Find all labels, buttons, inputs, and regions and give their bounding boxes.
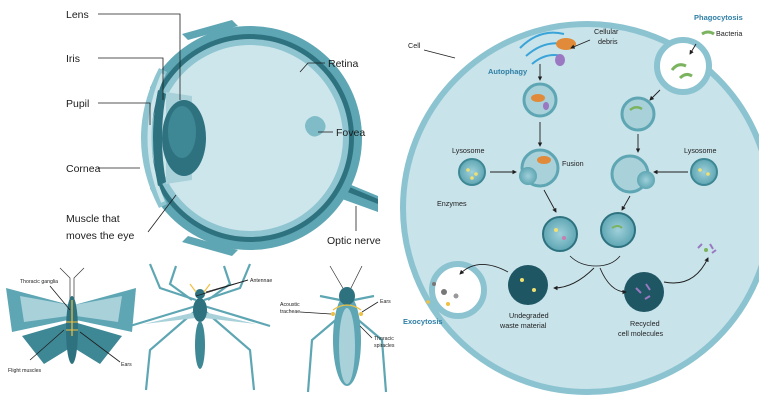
label-pupil: Pupil — [66, 98, 89, 110]
label-bacteria: Bacteria — [716, 29, 742, 38]
label-flight-muscles: Flight muscles — [8, 368, 42, 374]
label-enzymes: Enzymes — [437, 199, 467, 208]
label-spiracles-line2: spiracles — [374, 343, 395, 349]
label-fovea: Fovea — [336, 127, 365, 139]
label-undegraded-line2: waste material — [499, 321, 547, 330]
label-grasshopper-ears: Ears — [380, 299, 391, 305]
label-lysosome-right: Lysosome — [684, 146, 717, 155]
label-phagocytosis: Phagocytosis — [694, 13, 743, 22]
mosquito-thorax — [193, 298, 207, 322]
label-muscle-line1: Muscle that — [66, 213, 120, 225]
lysosome-left — [459, 159, 485, 185]
label-moth-ears: Ears — [121, 362, 132, 368]
bacteria — [702, 32, 714, 34]
recycled-molecules-vesicle — [624, 272, 664, 312]
cell-diagram: Cell Cellular debris Autophagy Phagocyto… — [403, 13, 759, 392]
label-fusion: Fusion — [562, 159, 584, 168]
label-cornea: Cornea — [66, 163, 101, 175]
label-retina: Retina — [328, 58, 359, 70]
label-acoustic-line2: tracheae — [280, 309, 300, 315]
label-spiracles-line1: Thoracic — [374, 336, 394, 342]
phagosome — [622, 98, 654, 130]
label-autophagy: Autophagy — [488, 67, 528, 76]
label-acoustic-line1: Acoustic — [280, 302, 300, 308]
label-recycled-line1: Recycled — [630, 319, 660, 328]
grasshopper-head — [339, 287, 355, 305]
label-recycled-line2: cell molecules — [618, 329, 664, 338]
label-optic-nerve: Optic nerve — [327, 235, 381, 247]
label-muscle-line2: moves the eye — [66, 230, 134, 242]
mosquito-abdomen — [195, 321, 205, 369]
eye-diagram: Lens Iris Pupil Cornea Muscle that moves… — [66, 9, 381, 256]
label-exocytosis: Exocytosis — [403, 317, 443, 326]
moth-illustration: Thoracic ganglia Flight muscles Ears — [6, 268, 136, 374]
label-antennae: Antennae — [250, 278, 272, 284]
label-iris: Iris — [66, 53, 80, 65]
lysosome-right — [691, 159, 717, 185]
grasshopper-illustration: Acoustic tracheae Ears Thoracic spiracle… — [280, 266, 395, 392]
label-lysosome-left: Lysosome — [452, 146, 485, 155]
undegraded-waste-vesicle — [508, 265, 548, 305]
autolysosome — [543, 217, 577, 251]
label-cellular-debris-line2: debris — [598, 37, 618, 46]
label-cell: Cell — [408, 41, 421, 50]
label-thoracic-ganglia: Thoracic ganglia — [20, 279, 58, 285]
label-cellular-debris-line1: Cellular — [594, 27, 619, 36]
phagolysosome — [601, 213, 635, 247]
label-lens: Lens — [66, 9, 89, 21]
exocytosis-bud — [432, 264, 484, 316]
label-undegraded-line1: Undegraded — [509, 311, 549, 320]
